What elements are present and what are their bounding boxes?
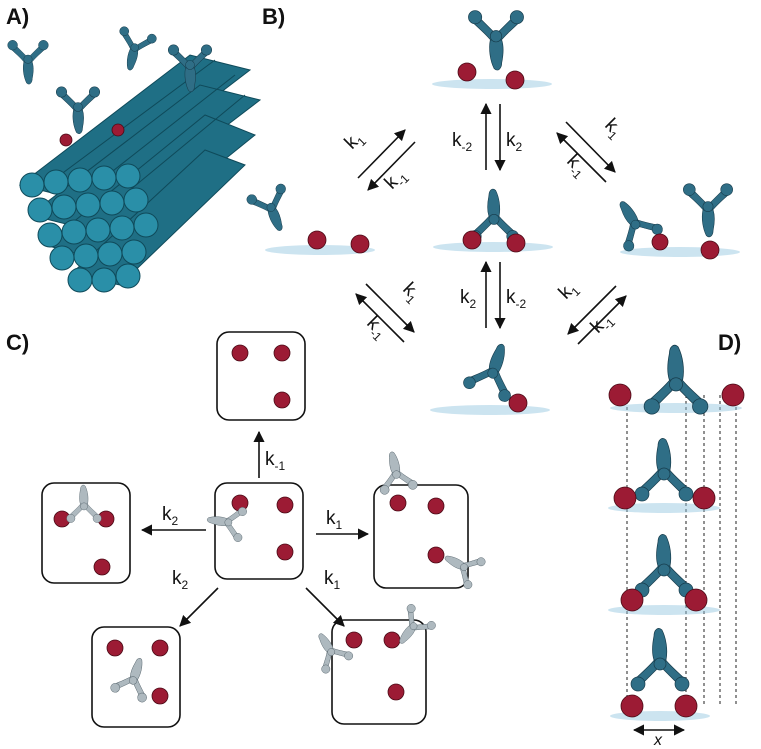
fiber-rod-ends: [19, 163, 159, 293]
panel-label-c: C): [6, 330, 29, 355]
distance-label: x: [653, 732, 663, 749]
spacing-row-3: [608, 534, 720, 615]
rate-label-k-1-lower-left: k-1: [360, 313, 391, 344]
rate-label-k1-upper-right: k1: [598, 115, 627, 144]
rate-label-k-1-upper-right: k-1: [560, 151, 591, 182]
rate-label-k1-upper-left: k1: [341, 127, 370, 156]
rate-label-k2-left: k2: [162, 504, 179, 528]
box-center-bivalent: [204, 482, 304, 580]
antigen-bead: [111, 123, 125, 137]
box-right-monovalent: [373, 448, 488, 591]
rate-label-k-2-upper: k-2: [452, 130, 472, 154]
box-left-bivalent: [41, 482, 131, 584]
rate-label-k-1-lower-right: k-1: [587, 308, 618, 339]
spacing-row-1: [608, 344, 745, 415]
spacing-row-2: [608, 438, 720, 513]
antibody-free-1: [7, 40, 49, 85]
rate-label-k2-lower: k2: [460, 287, 477, 311]
arrow-k1-lower-left: [365, 283, 415, 333]
arrow-k1-down-right: [305, 587, 345, 627]
rate-label-k1-down-right: k1: [324, 568, 341, 592]
arrow-k2-down-left: [179, 587, 219, 627]
arrow-k1-upper-right: [565, 121, 616, 173]
rate-label-k1-lower-left: k1: [396, 279, 425, 308]
spacing-row-4: [610, 628, 710, 721]
box-bottom-left-bivalent: [91, 626, 181, 728]
panel-label-b: B): [262, 4, 285, 29]
rate-label-k-1-upper-left: k-1: [381, 164, 412, 195]
state-center-bivalent: [433, 188, 553, 253]
arrow-k-1-lower-right: [577, 295, 627, 345]
box-top-empty: [216, 331, 306, 421]
panel-d-antigen-spacing: x: [608, 344, 745, 749]
state-left-unbound: [245, 182, 375, 255]
arrow-k-1-upper-right: [556, 132, 607, 183]
rate-label-k2-down-left: k2: [172, 568, 189, 592]
panel-label-d: D): [718, 330, 741, 355]
state-right-two-monovalent: [603, 183, 740, 260]
panel-b-kinetic-scheme: k-2 k2 k2 k-2 k1 k-1 k1 k-1 k1 k-1 k1 k-…: [245, 10, 740, 415]
dashed-guides: [626, 395, 737, 705]
antigen-bead: [59, 133, 73, 147]
box-bottom-right-monovalent: [305, 602, 438, 725]
rate-label-k1-right: k1: [326, 508, 343, 532]
rate-label-k2-upper: k2: [506, 130, 523, 154]
antibody-free-2: [110, 25, 158, 75]
rate-label-k-1-up: k-1: [265, 449, 285, 473]
arrow-k-1-lower-left: [355, 293, 405, 343]
panel-c-lattice-transitions: k-1 k2 k1 k2 k1: [41, 331, 488, 728]
arrow-k1-lower-right: [567, 285, 617, 335]
arrow-k-1-upper-left: [367, 141, 416, 191]
rate-label-k-2-lower: k-2: [506, 287, 526, 311]
arrow-k1-upper-left: [357, 129, 406, 179]
panel-a-fiber-bundle: [7, 25, 262, 293]
panel-label-a: A): [6, 4, 29, 29]
antibody-bound-1: [55, 86, 101, 134]
state-bottom-monovalent: [430, 336, 550, 415]
state-top-monovalent: [432, 10, 552, 90]
rate-label-k1-lower-right: k1: [555, 277, 584, 306]
